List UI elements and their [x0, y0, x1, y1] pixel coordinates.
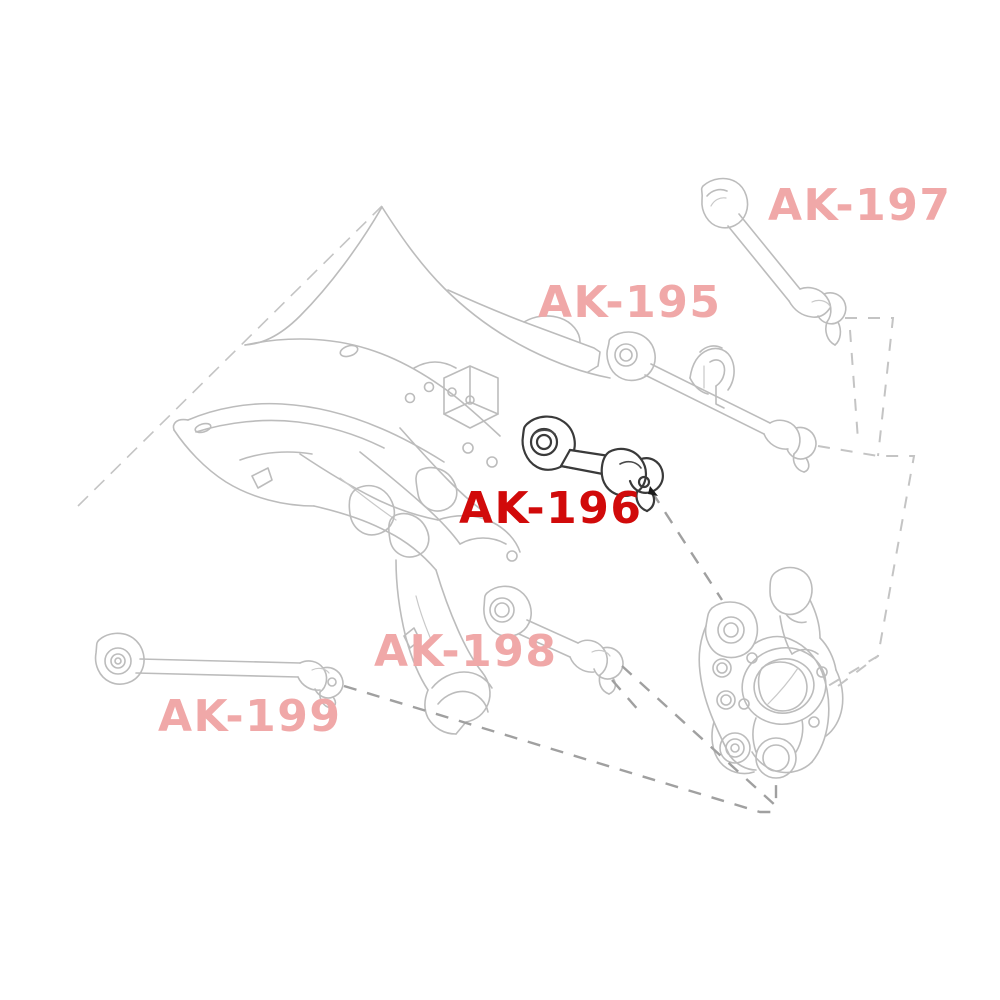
subframe-cut-line — [77, 205, 383, 507]
part-arm-ak-199 — [94, 632, 344, 709]
part-arm-ak-197 — [700, 177, 847, 346]
part-label-ak-199: AK-199 — [158, 691, 342, 742]
part-arm-ak-195 — [606, 331, 817, 473]
part-label-ak-195: AK-195 — [538, 277, 722, 328]
part-arm-ak-198 — [483, 585, 624, 695]
leader-ak-196 — [650, 491, 724, 601]
part-label-ak-196: AK-196 — [459, 483, 643, 534]
part-label-ak-198: AK-198 — [374, 626, 558, 677]
ak-196-arrow-tip — [648, 486, 658, 496]
part-knuckle — [698, 566, 844, 779]
part-arm-ak-196-highlighted — [521, 415, 664, 513]
leader-ak-198 — [621, 665, 778, 809]
part-subframe — [77, 205, 611, 735]
part-label-ak-197: AK-197 — [768, 180, 952, 231]
leader-ak-199 — [343, 684, 776, 814]
leader-lines — [343, 317, 916, 814]
